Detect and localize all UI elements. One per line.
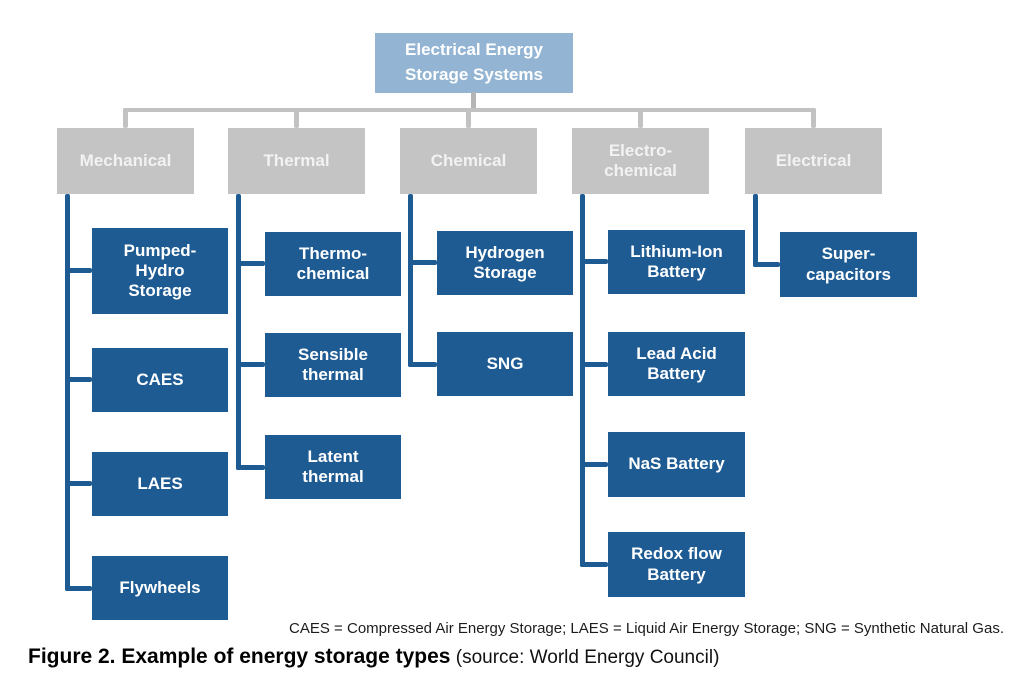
node-electrical: Electrical xyxy=(745,128,882,194)
figure-caption-source: (source: World Energy Council) xyxy=(450,647,720,668)
connector-thermal-stub-1 xyxy=(236,261,265,266)
connector-thermal-stub-2 xyxy=(236,362,265,367)
abbreviations-footnote: CAES = Compressed Air Energy Storage; LA… xyxy=(289,620,1004,637)
node-laes: LAES xyxy=(92,452,228,516)
node-nas-battery: NaS Battery xyxy=(608,432,745,497)
connector-mechanical-stub-3 xyxy=(65,481,92,486)
node-thermo-chemical: Thermo- chemical xyxy=(265,232,401,296)
connector-electrochemical-vertical xyxy=(580,194,585,567)
node-latent-thermal: Latent thermal xyxy=(265,435,401,499)
node-pumped-hydro-storage: Pumped- Hydro Storage xyxy=(92,228,228,314)
connector-mechanical-stub-4 xyxy=(65,586,92,591)
node-sensible-thermal: Sensible thermal xyxy=(265,333,401,397)
connector-electrochemical-stub-1 xyxy=(580,259,608,264)
connector-mechanical-stub-2 xyxy=(65,377,92,382)
connector-drop-chemical xyxy=(466,108,471,128)
node-chemical: Chemical xyxy=(400,128,537,194)
connector-electrical-vertical xyxy=(753,194,758,267)
connector-chemical-stub-1 xyxy=(408,260,437,265)
node-hydrogen-storage: Hydrogen Storage xyxy=(437,231,573,295)
node-mechanical: Mechanical xyxy=(57,128,194,194)
node-thermal: Thermal xyxy=(228,128,365,194)
node-caes: CAES xyxy=(92,348,228,412)
connector-drop-electrochemical xyxy=(638,108,643,128)
connector-drop-electrical xyxy=(811,108,816,128)
node-flywheels: Flywheels xyxy=(92,556,228,620)
figure-caption-title: Figure 2. Example of energy storage type… xyxy=(28,645,451,668)
connector-mechanical-stub-1 xyxy=(65,268,92,273)
connector-electrochemical-stub-4 xyxy=(580,562,608,567)
connector-root-stub xyxy=(471,92,476,112)
connector-chemical-vertical xyxy=(408,194,413,367)
connector-electrochemical-stub-3 xyxy=(580,462,608,467)
node-lead-acid-battery: Lead Acid Battery xyxy=(608,332,745,396)
node-electrical-energy-storage-systems: Electrical Energy Storage Systems xyxy=(375,33,573,93)
figure-caption: Figure 2. Example of energy storage type… xyxy=(28,645,719,669)
connector-drop-mechanical xyxy=(123,108,128,128)
connector-chemical-stub-2 xyxy=(408,362,437,367)
node-lithium-ion-battery: Lithium-Ion Battery xyxy=(608,230,745,294)
connector-thermal-vertical xyxy=(236,194,241,470)
node-electro-chemical: Electro- chemical xyxy=(572,128,709,194)
connector-drop-thermal xyxy=(294,108,299,128)
connector-thermal-stub-3 xyxy=(236,465,265,470)
node-sng: SNG xyxy=(437,332,573,396)
connector-mechanical-vertical xyxy=(65,194,70,591)
connector-electrochemical-stub-2 xyxy=(580,362,608,367)
connector-electrical-stub-1 xyxy=(753,262,780,267)
node-redox-flow-battery: Redox flow Battery xyxy=(608,532,745,597)
node-super-capacitors: Super- capacitors xyxy=(780,232,917,297)
